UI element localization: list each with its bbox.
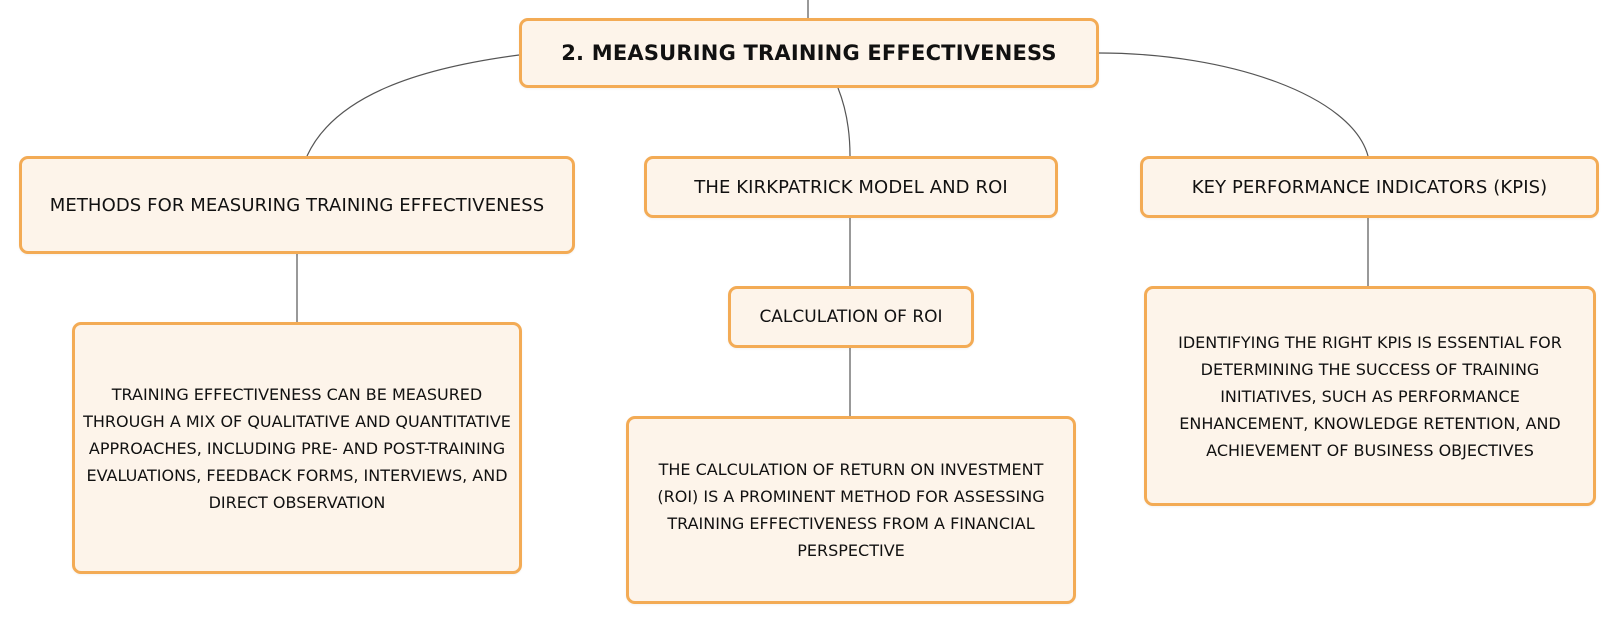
root-node-label: 2. MEASURING TRAINING EFFECTIVENESS [561,41,1057,65]
connector-root-to-kirkpatrick [837,87,851,157]
branch-node-kpis[interactable]: KEY PERFORMANCE INDICATORS (KPIS) [1140,156,1599,218]
leaf-node-kpis-detail[interactable]: IDENTIFYING THE RIGHT KPIS IS ESSENTIAL … [1144,286,1596,506]
connector-root-to-kpis [1098,52,1369,157]
leaf-node-methods-detail-text: TRAINING EFFECTIVENESS CAN BE MEASURED T… [83,384,511,512]
leaf-node-roi-detail-text: THE CALCULATION OF RETURN ON INVESTMENT … [657,460,1045,560]
leaf-node-roi-detail[interactable]: THE CALCULATION OF RETURN ON INVESTMENT … [626,416,1076,604]
root-node[interactable]: 2. MEASURING TRAINING EFFECTIVENESS [519,18,1099,88]
branch-node-kpis-label: KEY PERFORMANCE INDICATORS (KPIS) [1191,176,1548,198]
branch-node-methods[interactable]: METHODS FOR MEASURING TRAINING EFFECTIVE… [19,156,575,254]
connector-root-to-methods [306,54,520,157]
branch-node-kirkpatrick-label: THE KIRKPATRICK MODEL AND ROI [694,176,1008,198]
leaf-node-methods-detail[interactable]: TRAINING EFFECTIVENESS CAN BE MEASURED T… [72,322,522,574]
sub-node-calculation-of-roi[interactable]: CALCULATION OF ROI [728,286,974,348]
leaf-node-kpis-detail-text: IDENTIFYING THE RIGHT KPIS IS ESSENTIAL … [1178,332,1562,460]
branch-node-kirkpatrick[interactable]: THE KIRKPATRICK MODEL AND ROI [644,156,1058,218]
branch-node-methods-label: METHODS FOR MEASURING TRAINING EFFECTIVE… [49,194,545,216]
sub-node-calculation-of-roi-label: CALCULATION OF ROI [759,307,943,327]
